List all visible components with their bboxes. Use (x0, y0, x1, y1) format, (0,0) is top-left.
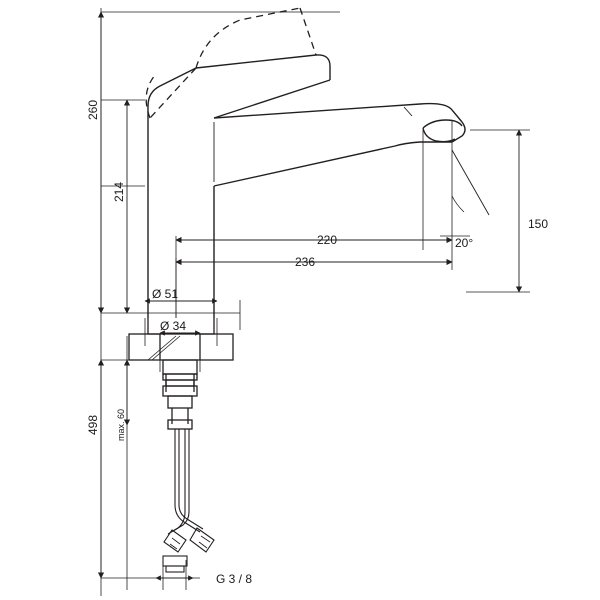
label-220: 220 (317, 233, 337, 247)
label-214: 214 (112, 182, 126, 202)
label-diameter-34: Ø 34 (160, 319, 186, 333)
label-max-60: max. 60 (116, 409, 126, 441)
dimension-labels: 260 214 498 max. 60 220 236 20° 150 Ø 51… (86, 100, 548, 586)
dimension-lines (97, 11, 523, 581)
faucet-outline (147, 54, 466, 318)
witness-lines (100, 8, 530, 596)
label-498: 498 (86, 415, 100, 435)
label-236: 236 (295, 255, 315, 269)
lever-alternate-position (145, 7, 317, 119)
label-260: 260 (86, 100, 100, 120)
label-150: 150 (528, 217, 548, 231)
mounting-base (128, 318, 234, 430)
label-20-degrees: 20° (455, 236, 473, 250)
supply-hoses (162, 429, 215, 573)
label-thread-g38: G 3 / 8 (216, 572, 252, 586)
label-diameter-51: Ø 51 (152, 287, 178, 301)
